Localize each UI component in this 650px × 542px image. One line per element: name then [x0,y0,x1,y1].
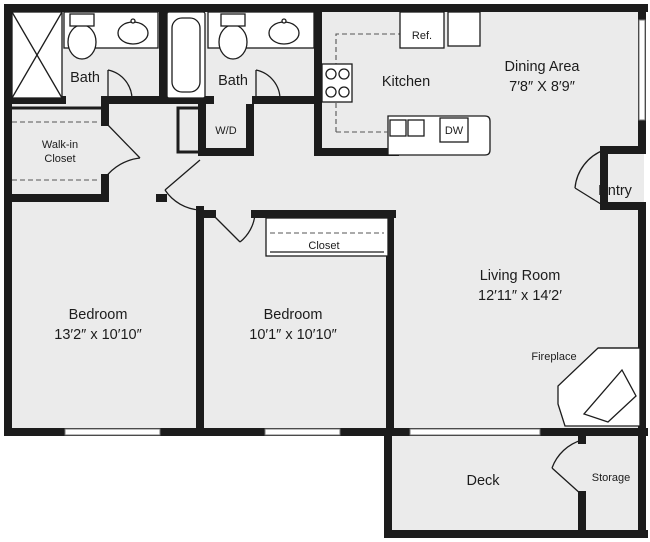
refrigerator [399,11,445,49]
sink-right [268,21,300,45]
fireplace [557,347,641,427]
windows [64,19,646,436]
walk-in-closet-label-2: Closet [44,153,75,165]
refrigerator-label: Ref. [412,30,432,42]
right-bath-fixtures [166,11,315,99]
storage-label: Storage [592,472,631,484]
bedroom-2-size: 10′1″ x 10′10″ [249,327,336,343]
window-bedroom-2 [264,428,341,436]
bedroom-2-label: Bedroom [264,307,323,323]
bedroom2-closet [265,217,389,257]
walk-in-closet-label-1: Walk-in [42,139,78,151]
window-dining [638,19,646,121]
dining-area-size: 7′8″ X 8′9″ [509,79,575,95]
bedroom-1-label: Bedroom [69,307,128,323]
window-bedroom-1 [64,428,161,436]
kitchen-fixtures [321,11,491,156]
pantry [447,11,481,47]
bedroom-1-size: 13′2″ x 10′10″ [54,327,141,343]
toilet-right [218,24,248,60]
sink-bowl-2 [407,119,425,137]
sliding-door-deck [409,428,541,436]
sink-left [117,21,149,45]
interior-walls [4,4,648,538]
living-room-label: Living Room [480,268,561,284]
entry-label: Entry [598,183,633,199]
bath-right-label: Bath [218,73,248,89]
living-room-size: 12′11″ x 14′2′ [478,288,562,304]
door-swings [104,69,605,496]
toilet-left [67,24,97,60]
dishwasher-label: DW [445,125,464,137]
closet-label: Closet [308,240,339,252]
dining-area-label: Dining Area [505,59,581,75]
washer-dryer-label: W/D [215,125,236,137]
labels: Bath Bath Kitchen Ref. DW Dining Area 7′… [42,30,633,489]
fireplace-label: Fireplace [531,351,576,363]
deck-floor [388,432,644,534]
sink-bowl-1 [389,119,407,137]
left-bath-fixtures [11,11,159,99]
walk-in-shelves [12,121,100,181]
dishwasher [439,117,469,143]
bath-left-label: Bath [70,70,100,86]
kitchen-label: Kitchen [382,74,430,90]
deck-label: Deck [466,473,500,489]
